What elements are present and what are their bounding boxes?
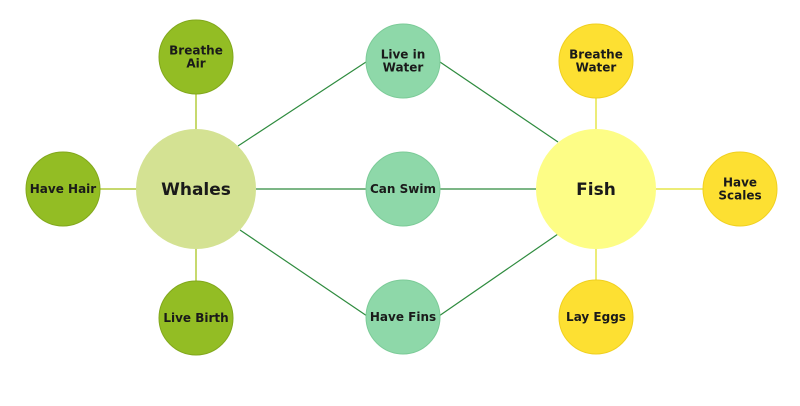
node-breathe-air-circle (158, 19, 234, 95)
node-can-swim-circle (365, 151, 441, 227)
node-lay-eggs-circle (558, 279, 634, 355)
label-line: Water (576, 60, 617, 74)
label-line: Lay Eggs (566, 310, 626, 324)
node-have-scales-circle (702, 151, 778, 227)
label-line: Breathe (569, 47, 623, 61)
node-lay-eggs-label: Lay Eggs (566, 310, 626, 324)
node-breathe-water-circle (558, 23, 634, 99)
label-line: Live Birth (163, 311, 228, 325)
node-fish: Fish (536, 129, 656, 249)
node-have-hair-label: Have Hair (30, 182, 97, 196)
node-whales: Whales (136, 129, 256, 249)
line-fish-have-fins (438, 233, 559, 317)
label-line: Breathe (169, 43, 223, 57)
label-line: Air (186, 56, 205, 70)
node-live-birth: Live Birth (158, 280, 234, 356)
node-have-fins-circle (365, 279, 441, 355)
node-have-fins-label: Have Fins (370, 310, 436, 324)
node-have-hair-circle (25, 151, 101, 227)
node-fish-label: Fish (576, 180, 616, 200)
label-line: Water (383, 60, 424, 74)
node-live-birth-circle (158, 280, 234, 356)
line-fish-live-in-water (439, 61, 559, 143)
node-can-swim: Can Swim (365, 151, 441, 227)
line-whales-live-in-water (237, 61, 367, 147)
label-line: Live in (381, 47, 426, 61)
node-live-in-water-circle (365, 23, 441, 99)
node-have-fins: Have Fins (365, 279, 441, 355)
node-live-birth-label: Live Birth (163, 311, 228, 325)
line-whales-have-fins (239, 229, 368, 317)
node-have-hair: Have Hair (25, 151, 101, 227)
node-can-swim-label: Can Swim (370, 182, 436, 196)
label-line: Have Hair (30, 182, 97, 196)
label-line: Have (723, 175, 757, 189)
label-line: Can Swim (370, 182, 436, 196)
node-whales-label: Whales (161, 180, 231, 200)
node-whales-circle (136, 129, 256, 249)
node-lay-eggs: Lay Eggs (558, 279, 634, 355)
label-line: Have Fins (370, 310, 436, 324)
label-line: Scales (718, 188, 761, 202)
node-fish-circle (536, 129, 656, 249)
connectors (100, 61, 703, 317)
